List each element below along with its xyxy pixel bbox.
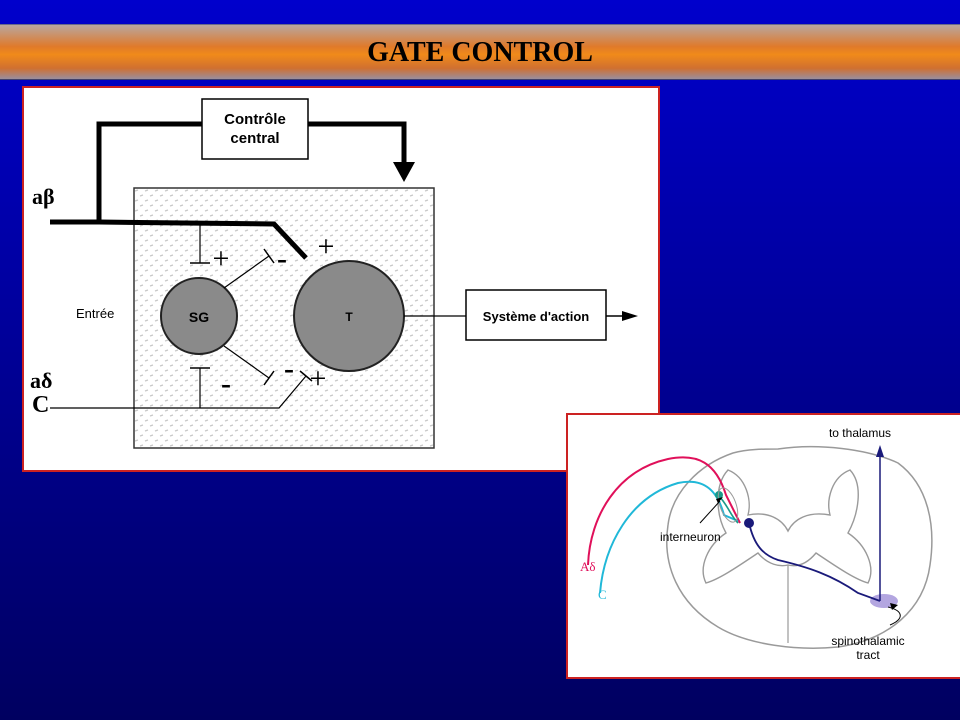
ab-fiber-path bbox=[98, 219, 308, 260]
sign-c-t: + bbox=[310, 362, 327, 395]
spinal-cord-outline bbox=[666, 445, 933, 649]
spinal-cord-diagram: to thalamus interneuron Aδ C spinothalam… bbox=[566, 413, 960, 679]
action-system-label: Système d'action bbox=[483, 309, 589, 324]
thalamus-arrow bbox=[876, 445, 884, 457]
central-control-box bbox=[201, 98, 309, 160]
c-label: C bbox=[598, 587, 607, 602]
t-label: T bbox=[345, 310, 353, 324]
spinal-cord-svg: to thalamus interneuron Aδ C spinothalam… bbox=[580, 426, 933, 662]
ab-fiber-label: aβ bbox=[32, 184, 55, 209]
central-to-gate-path bbox=[308, 121, 407, 166]
descending-arrow bbox=[393, 162, 415, 182]
ad-label: Aδ bbox=[580, 559, 596, 574]
interneuron-cell bbox=[715, 491, 723, 499]
sign-sg-t-top: - bbox=[277, 242, 287, 275]
sign-c-sg: - bbox=[221, 367, 231, 400]
input-label: Entrée bbox=[76, 306, 114, 321]
gate-control-diagram: Contrôle central aβ Entrée SG T aδ C bbox=[22, 86, 660, 472]
page-title: GATE CONTROL bbox=[367, 37, 593, 68]
sg-to-t-bottom-line bbox=[223, 345, 270, 379]
c-fiber-path bbox=[50, 375, 307, 409]
grey-matter bbox=[702, 469, 872, 584]
spinothalamic-label-1: spinothalamic bbox=[831, 634, 904, 648]
sg-to-t-top-line bbox=[223, 255, 270, 289]
tract-fiber bbox=[748, 522, 881, 602]
title-bar: GATE CONTROL bbox=[0, 24, 960, 80]
c-fiber-label: C bbox=[32, 392, 49, 418]
action-system-box bbox=[465, 289, 607, 341]
ad-fiber bbox=[587, 456, 741, 566]
interneuron-label: interneuron bbox=[660, 530, 721, 544]
to-thalamus-label: to thalamus bbox=[829, 426, 891, 440]
sign-ab-t: + bbox=[318, 230, 335, 263]
output-arrow bbox=[622, 311, 638, 321]
sg-cell bbox=[160, 277, 238, 355]
spinothalamic-label-2: tract bbox=[856, 648, 880, 662]
ab-to-central-path bbox=[50, 121, 202, 225]
central-control-label-1: Contrôle bbox=[224, 111, 286, 128]
ad-fiber-label: aδ bbox=[30, 368, 52, 393]
gate-control-svg: Contrôle central aβ Entrée SG T aδ C bbox=[30, 98, 638, 449]
sign-ab-sg: + bbox=[213, 242, 230, 275]
sign-sg-t-bottom: - bbox=[284, 352, 294, 385]
sg-label: SG bbox=[189, 309, 209, 325]
central-control-label-2: central bbox=[230, 130, 279, 147]
